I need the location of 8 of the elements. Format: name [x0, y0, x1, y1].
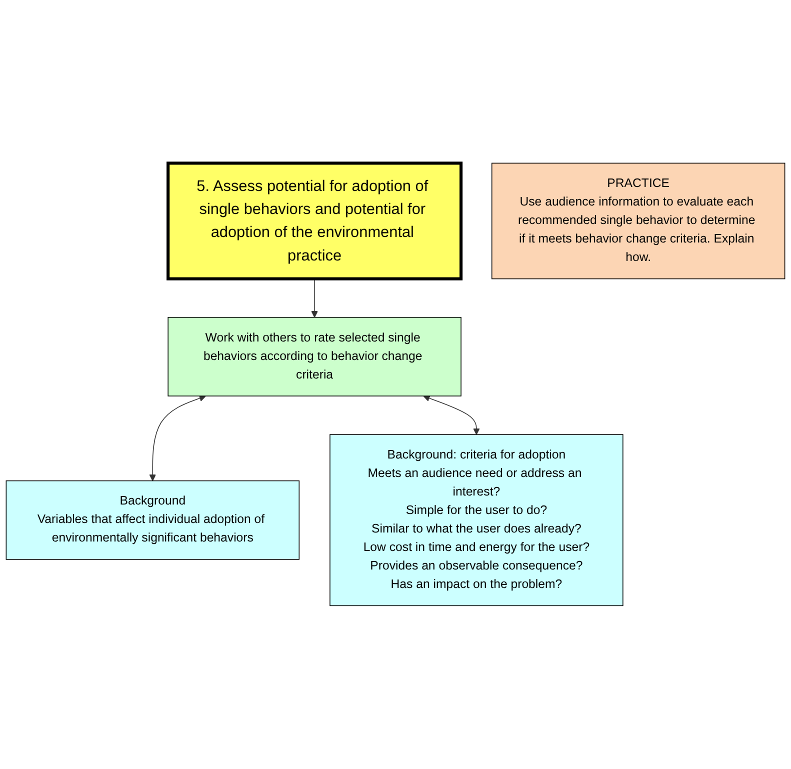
node-box: Background: criteria for adoption Meets an audience need or address an interest? Simple for the user to do? Similar to what the user does already? Low cost in time and energy for the user? Provides an observable consequence? Has an impact on the problem?: [330, 434, 624, 606]
node-box: Work with others to rate selected single behaviors according to behavior change criteria: [168, 317, 462, 396]
node-box: PRACTICE Use audience information to evaluate each recommended single behavior to determine if it meets behavior change criteria. Explain how.: [491, 162, 786, 280]
node-box: 5. Assess potential for adoption of single behaviors and potential for adoption of the environmental practice: [166, 162, 463, 280]
arrow: [311, 278, 318, 318]
arrow: [149, 395, 206, 482]
node-box: Background Variables that affect individual adoption of environmentally significant behaviors: [6, 480, 300, 560]
arrow: [423, 395, 480, 435]
